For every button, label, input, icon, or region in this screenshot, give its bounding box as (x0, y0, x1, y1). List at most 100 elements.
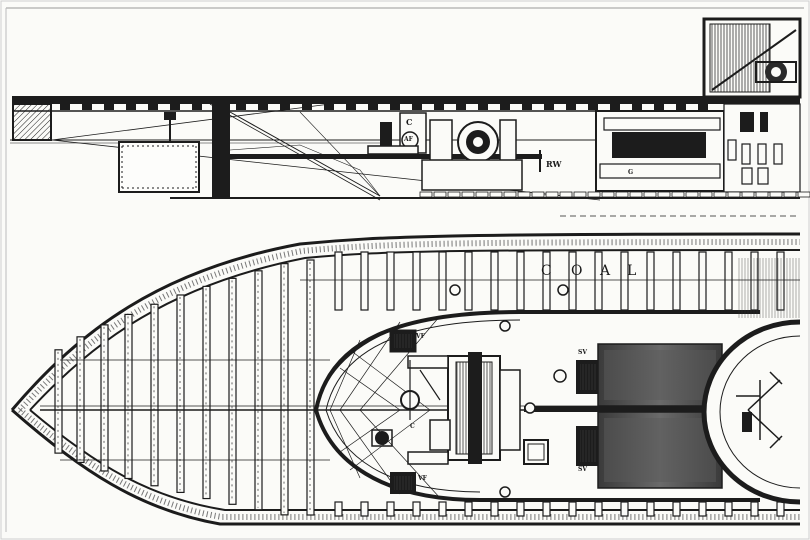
floor-brick (433, 191, 447, 198)
hull-frame (280, 263, 289, 516)
floor-brick (419, 191, 433, 198)
floor-brick (629, 191, 643, 198)
deck-notch (610, 104, 620, 110)
deck-notch (522, 104, 532, 110)
hold-frame-top (646, 251, 655, 311)
hull-frame (228, 277, 237, 505)
deck-notch (104, 104, 114, 110)
deck-notch (676, 104, 686, 110)
plan-view (10, 232, 801, 526)
hold-frame-bottom (464, 501, 473, 517)
hull-frames (54, 251, 800, 517)
floor-brick (755, 191, 769, 198)
floor-brick (475, 191, 489, 198)
hold-frame-bottom (334, 501, 343, 517)
deck-notch (456, 104, 466, 110)
hold-frame-bottom (490, 501, 499, 517)
hold-frame-top (360, 251, 369, 311)
hold-frame-bottom (438, 501, 447, 517)
hold-frame-bottom (360, 501, 369, 517)
engine-room-wall-bottom (314, 409, 760, 502)
floor-brick (573, 191, 587, 198)
hold-frame-top (672, 251, 681, 311)
deck-notch (698, 104, 708, 110)
floor-brick (545, 191, 559, 198)
floor-brick (741, 191, 755, 198)
hold-frame-bottom (386, 501, 395, 517)
deck-notch (258, 104, 268, 110)
floor-brick (699, 191, 713, 198)
floor-brick (587, 191, 601, 198)
hold-frame-top (594, 251, 603, 311)
deck-notch (434, 104, 444, 110)
deck-notch (82, 104, 92, 110)
stern-block (12, 103, 52, 141)
floor-brick (559, 191, 573, 198)
hold-frame-top (620, 251, 629, 311)
label-c-plan: C (410, 423, 415, 430)
hold-frame-bottom (568, 501, 577, 517)
deck-notch (60, 104, 70, 110)
deck-notch (588, 104, 598, 110)
floor-brick (783, 191, 797, 198)
engine-room-floor (419, 191, 810, 198)
deck-notch (390, 104, 400, 110)
hull-outline-bottom (11, 408, 800, 526)
floor-brick (671, 191, 685, 198)
hold-frame-bottom (646, 501, 655, 517)
floor-brick (531, 191, 545, 198)
hold-frame-top (568, 251, 577, 311)
label-rw: RW (546, 159, 562, 169)
deck-notch (346, 104, 356, 110)
propeller-shaft (230, 154, 542, 159)
hull-frame (150, 303, 159, 487)
deck-notch (478, 104, 488, 110)
hull-outline-top (10, 232, 801, 411)
hull-frame (254, 270, 263, 511)
deck-notch (632, 104, 642, 110)
engine-room-wall-top (314, 310, 760, 411)
floor-plate-lines (329, 315, 441, 499)
hold-frame-top (724, 251, 733, 311)
boiler-elevation (595, 103, 801, 193)
floor-brick (643, 191, 657, 198)
floor-brick (517, 191, 531, 198)
label-af: AF (404, 136, 413, 143)
deck-beam-notches (60, 104, 708, 110)
hold-frame-top (464, 251, 473, 311)
floor-brick (685, 191, 699, 198)
deck-notch (236, 104, 246, 110)
hold-frame-bottom (412, 501, 421, 517)
engine-plan (371, 352, 724, 465)
hold-frame-bottom (594, 501, 603, 517)
label-g: G (628, 169, 634, 176)
hull-frame (100, 324, 109, 472)
water-tank (118, 141, 200, 193)
hold-frame-top (412, 251, 421, 311)
deck-notch (192, 104, 202, 110)
hull-frame (306, 259, 315, 516)
hold-frame-bottom (724, 501, 733, 517)
floor-brick (447, 191, 461, 198)
deck-notch (280, 104, 290, 110)
deck-notch (412, 104, 422, 110)
floor-brick (461, 191, 475, 198)
label-coal-a: A (600, 263, 611, 279)
floor-brick (797, 191, 810, 198)
hold-frame-top (542, 251, 551, 311)
hull-frame (202, 285, 211, 500)
deck-notch (566, 104, 576, 110)
boiler-furnace (612, 132, 706, 158)
hold-frame-top (516, 251, 525, 311)
label-coal-c: C (541, 263, 552, 279)
stokehold-fittings (736, 371, 783, 449)
label-c: C (406, 117, 413, 127)
hold-frame-top (438, 251, 447, 311)
deck-notch (654, 104, 664, 110)
hold-frame-top (386, 251, 395, 311)
floor-brick (713, 191, 727, 198)
deck-notch (148, 104, 158, 110)
label-sv-top: SV (578, 349, 587, 356)
